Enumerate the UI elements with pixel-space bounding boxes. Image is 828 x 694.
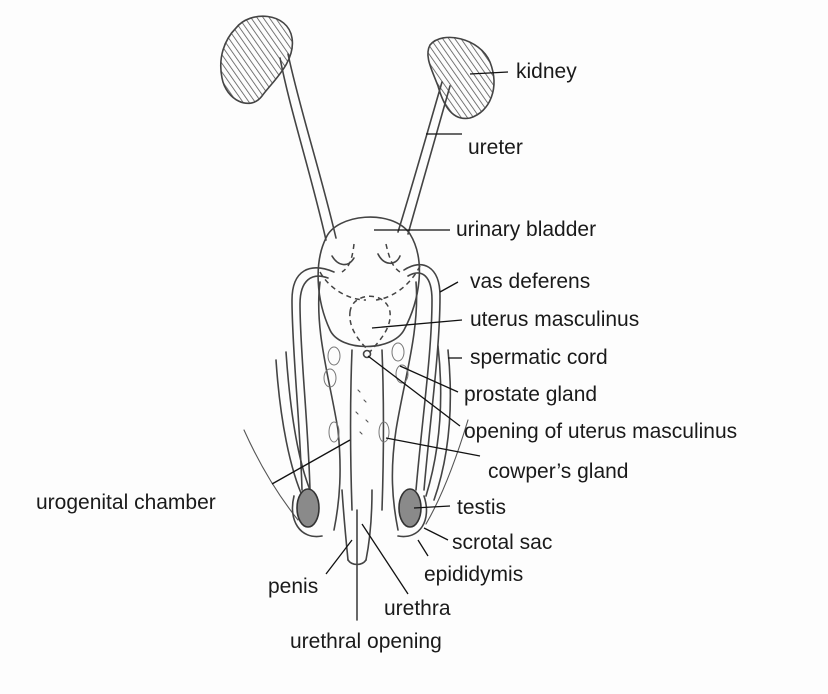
label-kidney: kidney — [516, 60, 577, 83]
outer-curve-right — [425, 419, 469, 525]
label-uterus-masculinus: uterus masculinus — [470, 308, 640, 331]
penis-right-edge — [365, 489, 373, 561]
label-urogenital-chamber: urogenital chamber — [36, 491, 216, 514]
outer-curve-left — [243, 429, 299, 521]
spermatic-cord-left — [275, 359, 305, 501]
leader-scrotal-sac — [423, 527, 449, 541]
testis-left — [296, 488, 320, 528]
leader-prostate-gland — [399, 365, 459, 393]
spermatic-cord-right — [425, 345, 442, 497]
label-prostate-gland: prostate gland — [464, 383, 598, 406]
leader-testis — [413, 505, 451, 509]
cowpers-gland-right — [378, 421, 390, 443]
penis-left-edge — [341, 489, 349, 561]
leader-epididymis — [417, 539, 429, 557]
leader-cowpers-gland — [385, 437, 481, 457]
label-vas-deferens: vas deferens — [470, 270, 591, 293]
urethra-tube-right — [381, 349, 385, 511]
spermatic-cord-right-b — [433, 349, 452, 501]
scrotal-sac-right — [397, 495, 428, 538]
bladder-inlet-left — [331, 255, 355, 266]
spermatic-cord-left-b — [285, 351, 311, 491]
cowpers-gland-left — [328, 421, 340, 443]
label-ureter: ureter — [468, 136, 523, 159]
leader-lines — [271, 71, 509, 595]
bladder-dash-1 — [341, 243, 355, 273]
kidney-right — [427, 36, 495, 120]
uterus-opening — [362, 349, 372, 359]
leader-urogenital-chamber — [271, 439, 351, 485]
leader-vas-deferens — [439, 281, 459, 293]
label-urethral-opening: urethral opening — [290, 630, 442, 653]
ureter-left-b — [287, 53, 337, 239]
vas-deferens-right — [403, 263, 441, 491]
prostate-gland-right — [391, 342, 409, 384]
uterus-masculinus — [349, 295, 391, 354]
leader-uterus-masculinus — [371, 319, 463, 329]
ureter-right — [397, 81, 443, 233]
label-cowpers-gland: cowper’s gland — [488, 460, 629, 483]
urinary-bladder — [317, 216, 421, 348]
vas-deferens-left-b — [299, 275, 329, 491]
label-penis: penis — [268, 575, 319, 598]
label-epididymis: epididymis — [424, 563, 524, 586]
bladder-inlet-right — [377, 253, 401, 265]
ureter-right-b — [407, 85, 451, 235]
bladder-dash-3 — [319, 271, 367, 301]
leader-urethra — [361, 523, 409, 595]
label-testis: testis — [457, 496, 507, 519]
body-outline-left — [317, 281, 341, 531]
prostate-gland-left — [323, 346, 341, 388]
leader-opening-uterus — [367, 355, 461, 427]
vas-deferens-right-b — [407, 272, 433, 491]
label-urinary-bladder: urinary bladder — [456, 218, 597, 241]
body-outline-right — [391, 281, 418, 531]
leader-kidney — [469, 71, 509, 75]
vas-deferens-left — [291, 267, 335, 491]
urogenital-dots — [355, 389, 369, 435]
urethra-tube — [349, 349, 353, 511]
label-spermatic-cord: spermatic cord — [470, 346, 608, 369]
label-urethra: urethra — [384, 597, 451, 620]
kidney-left — [220, 15, 294, 105]
label-opening-uterus-masculinus: opening of uterus masculinus — [464, 420, 738, 443]
ureter-left — [279, 57, 327, 241]
bladder-dash-2 — [385, 243, 401, 273]
bladder-dash-4 — [375, 265, 421, 301]
leader-penis — [325, 539, 353, 575]
scrotal-sac-left — [291, 495, 323, 538]
label-scrotal-sac: scrotal sac — [452, 531, 553, 554]
